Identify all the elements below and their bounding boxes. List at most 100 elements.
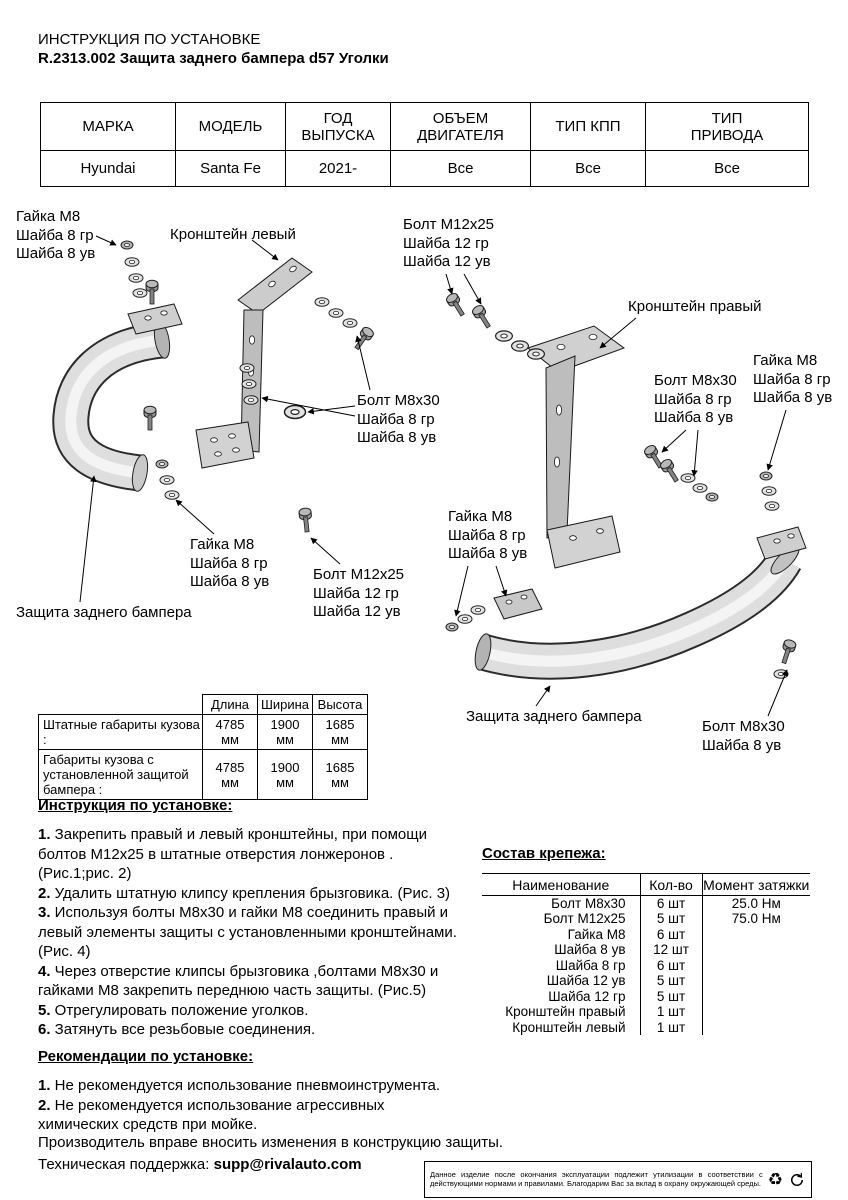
support-label: Техническая поддержка:: [38, 1156, 214, 1173]
install-step-1: 1. Закрепить правый и левый кронштейны, …: [38, 826, 427, 882]
disposal-text: Данное изделие после окончания эксплуата…: [430, 1170, 763, 1188]
fastener-stack-far-right: [759, 471, 780, 511]
left-guard-tube: [52, 303, 183, 492]
label-bumper-guard-left: Защита заднего бампера: [16, 604, 192, 621]
dims-row-with-guard: Габариты кузова с установленной защитой …: [38, 749, 368, 800]
bolt-m8x30-bottom-right: [773, 638, 798, 679]
right-tube-flange: [756, 526, 807, 560]
support-email: supp@rivalauto.com: [213, 1156, 362, 1173]
bracket-left: [195, 257, 313, 469]
label-bolt-m8x30-right: Болт М8х30 Шайба 8 гр Шайба 8 ув: [654, 372, 737, 426]
dims-stock-length: 4785 мм: [202, 714, 258, 750]
fasteners-title: Состав крепежа:: [482, 845, 606, 862]
install-step-4: 4. Через отверстие клипсы брызговика ,бо…: [38, 962, 439, 1000]
brand-value: Hyundai: [40, 150, 176, 187]
col-model: МОДЕЛЬ: [175, 102, 286, 151]
col-engine: ОБЪЕМ ДВИГАТЕЛЯ: [390, 102, 531, 151]
right-guard-tube: [474, 526, 807, 680]
install-step-3: 3. Используя болты М8х30 и гайки М8 соед…: [38, 904, 457, 960]
dims-stock-width: 1900 мм: [257, 714, 313, 750]
product-title: R.2313.002 Защита заднего бампера d57 Уг…: [38, 50, 389, 67]
dims-row-stock: Штатные габариты кузова : 4785 мм 1900 м…: [38, 714, 368, 750]
col-year: ГОД ВЫПУСКА: [285, 102, 391, 151]
label-nut-m8-left-lower: Гайка М8 Шайба 8 гр Шайба 8 ув: [190, 536, 270, 590]
dims-stock-height: 1685 мм: [312, 714, 368, 750]
doc-title: ИНСТРУКЦИЯ ПО УСТАНОВКЕ: [38, 31, 261, 48]
recommendations-title: Рекомендации по установке:: [38, 1048, 254, 1065]
left-tube-flange: [127, 303, 183, 335]
assembly-diagram-art: [52, 235, 807, 717]
gearbox-value: Все: [530, 150, 646, 187]
label-bolt-m12x25-top: Болт М12х25 Шайба 12 гр Шайба 12 ув: [403, 216, 495, 270]
fasteners-col-name: Наименование: [482, 873, 640, 896]
label-bumper-guard-right: Защита заднего бампера: [466, 708, 642, 725]
fasteners-section: Состав крепежа: Наименование Кол-во Моме…: [482, 845, 812, 1035]
vehicle-table-data-row: Hyundai Santa Fe 2021- Все Все Все: [40, 150, 809, 187]
manufacturer-note: Производитель вправе вносить изменения в…: [38, 1134, 504, 1151]
recommendation-2: 2. Не рекомендуется использование агресс…: [38, 1096, 385, 1134]
dims-col-height: Высота: [312, 694, 368, 715]
install-step-6: 6. Затянуть все резьбовые соединения.: [38, 1021, 316, 1038]
fasteners-table: Наименование Кол-во Момент затяжки Болт …: [482, 873, 810, 1035]
leader-lines: [79, 235, 788, 717]
label-nut-m8-center: Гайка М8 Шайба 8 гр Шайба 8 ув: [448, 508, 528, 562]
fastener-stack-top-left: [120, 240, 159, 305]
vehicle-table: МАРКА МОДЕЛЬ ГОД ВЫПУСКА ОБЪЕМ ДВИГАТЕЛЯ…: [40, 102, 809, 187]
fastener-stack-center: [445, 605, 486, 632]
label-nut-m8-far-right: Гайка М8 Шайба 8 гр Шайба 8 ув: [753, 352, 833, 406]
col-brand: МАРКА: [40, 102, 176, 151]
bolt-m12x25-bottom: [298, 507, 314, 534]
dims-guard-height: 1685 мм: [312, 749, 368, 800]
drive-value: Все: [645, 150, 809, 187]
install-step-2: 2. Удалить штатную клипсу крепления брыз…: [38, 884, 451, 902]
recommendations-section: Рекомендации по установке: 1. Не рекомен…: [38, 1048, 468, 1135]
dims-col-width: Ширина: [257, 694, 313, 715]
recommendation-1: 1. Не рекомендуется использование пневмо…: [38, 1077, 440, 1094]
dims-guard-width: 1900 мм: [257, 749, 313, 800]
label-bolt-m8x30-btm-right: Болт М8х30 Шайба 8 ув: [702, 718, 785, 754]
install-step-5: 5. Отрегулировать положение уголков.: [38, 1001, 309, 1019]
fasteners-col-qty: Кол-во: [639, 873, 703, 896]
dims-stock-label: Штатные габариты кузова :: [38, 714, 203, 750]
dims-guard-length: 4785 мм: [202, 749, 258, 800]
vehicle-table-header-row: МАРКА МОДЕЛЬ ГОД ВЫПУСКА ОБЪЕМ ДВИГАТЕЛЯ…: [40, 102, 809, 151]
model-value: Santa Fe: [175, 150, 286, 187]
col-gearbox: ТИП КПП: [530, 102, 646, 151]
dims-guard-label: Габариты кузова с установленной защитой …: [38, 749, 203, 800]
dimensions-table: Длина Ширина Высота Штатные габариты куз…: [38, 694, 368, 800]
center-mounting-plate: [493, 588, 543, 620]
col-drive: ТИП ПРИВОДА: [645, 102, 809, 151]
header: ИНСТРУКЦИЯ ПО УСТАНОВКЕ R.2313.002 Защит…: [38, 30, 389, 68]
fastener-stack-left-lower: [155, 459, 180, 500]
fastener-cluster-m8x30-right: [642, 443, 719, 502]
circular-arrows-icon: [791, 1172, 803, 1186]
label-bracket-left: Кронштейн левый: [170, 226, 296, 243]
engine-value: Все: [390, 150, 531, 187]
dims-blank-cell: [38, 694, 203, 715]
assembly-diagram: Гайка М8 Шайба 8 гр Шайба 8 ув Кронштейн…: [0, 200, 848, 778]
fasteners-header-row: Наименование Кол-во Момент затяжки: [482, 873, 810, 896]
installation-section: Инструкция по установке: 1. Закрепить пр…: [38, 797, 468, 1040]
bracket-right: [526, 325, 626, 569]
recycle-icon: ♻: [767, 1170, 783, 1189]
label-bracket-right: Кронштейн правый: [628, 298, 762, 315]
year-value: 2021-: [285, 150, 391, 187]
support-line: Техническая поддержка: supp@rivalauto.co…: [38, 1156, 362, 1173]
fasteners-col-torque: Момент затяжки: [702, 873, 810, 896]
label-nut-m8-top-left: Гайка М8 Шайба 8 гр Шайба 8 ув: [16, 208, 96, 262]
dims-header-row: Длина Ширина Высота: [38, 694, 368, 715]
disposal-notice: Данное изделие после окончания эксплуата…: [424, 1161, 812, 1198]
label-bolt-m12x25-bottom: Болт М12х25 Шайба 12 гр Шайба 12 ув: [313, 566, 405, 620]
installation-title: Инструкция по установке:: [38, 797, 233, 814]
label-bolt-m8x30-center: Болт М8х30 Шайба 8 гр Шайба 8 ув: [357, 392, 440, 446]
